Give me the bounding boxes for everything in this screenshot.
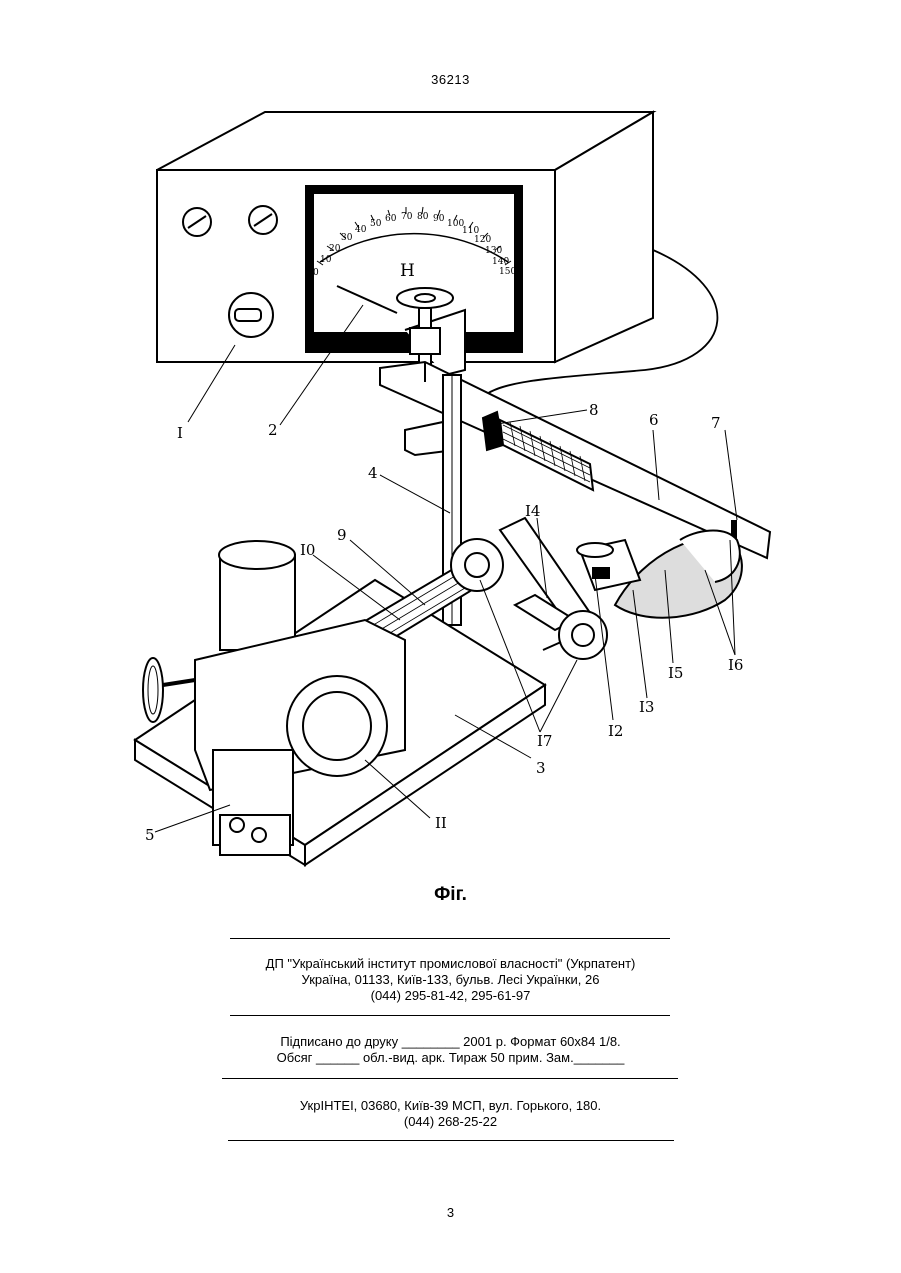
roller-arms: [451, 518, 607, 659]
divider: [228, 1140, 674, 1141]
scale-50: 50: [370, 219, 382, 229]
imprint-org-line2: Україна, 01133, Київ-133, бульв. Лесі Ук…: [0, 972, 901, 988]
scale-140: 140: [492, 257, 509, 267]
imprint-publisher-line1: УкрІНТЕІ, 03680, Київ-39 МСП, вул. Горьк…: [0, 1098, 901, 1114]
label-6: 6: [649, 411, 659, 429]
imprint-print-line2: Обсяг ______ обл.-вид. арк. Тираж 50 при…: [0, 1050, 901, 1066]
scale-130: 130: [485, 246, 502, 256]
scale-30: 30: [341, 233, 353, 243]
scale-90: 90: [433, 214, 445, 224]
divider: [230, 938, 670, 939]
label-15: I5: [668, 664, 683, 682]
imprint-org-line3: (044) 295-81-42, 295-61-97: [0, 988, 901, 1004]
label-5: 5: [145, 826, 155, 844]
scale-150: 150: [499, 267, 516, 277]
label-13: I3: [639, 698, 654, 716]
meter-letter: H: [400, 261, 415, 281]
divider: [230, 1015, 670, 1016]
imprint-org-line1: ДП "Український інститут промислової вла…: [0, 956, 901, 972]
label-7: 7: [711, 414, 721, 432]
figure-caption: Фіг.: [0, 884, 901, 906]
scale-40: 40: [355, 225, 367, 235]
label-12: I2: [608, 722, 623, 740]
technical-drawing: 0 10 20 30 40 50 60 70 80 90 100 110 120…: [125, 100, 780, 872]
page-number: 3: [0, 1205, 901, 1220]
label-8: 8: [589, 401, 599, 419]
divider: [222, 1078, 678, 1079]
label-14: I4: [525, 502, 540, 520]
label-9: 9: [337, 526, 347, 544]
label-3: 3: [536, 759, 546, 777]
label-1: I: [177, 424, 183, 442]
scale-60: 60: [385, 214, 397, 224]
scale-10: 10: [320, 255, 332, 265]
label-4: 4: [368, 464, 378, 482]
scale-70: 70: [401, 212, 413, 222]
label-16: I6: [728, 656, 743, 674]
scale-80: 80: [417, 212, 429, 222]
label-2: 2: [268, 421, 278, 439]
label-10: I0: [300, 541, 315, 559]
sensor-arm: [380, 362, 770, 558]
label-11: II: [435, 814, 447, 832]
label-17: I7: [537, 732, 552, 750]
imprint-publisher-line2: (044) 268-25-22: [0, 1114, 901, 1130]
scale-20: 20: [329, 244, 341, 254]
imprint-print-line1: Підписано до друку ________ 2001 р. Форм…: [0, 1034, 901, 1050]
scale-0: 0: [313, 268, 319, 278]
patent-number: 36213: [0, 72, 901, 87]
instrument-box: [157, 112, 653, 362]
scale-120: 120: [474, 235, 491, 245]
